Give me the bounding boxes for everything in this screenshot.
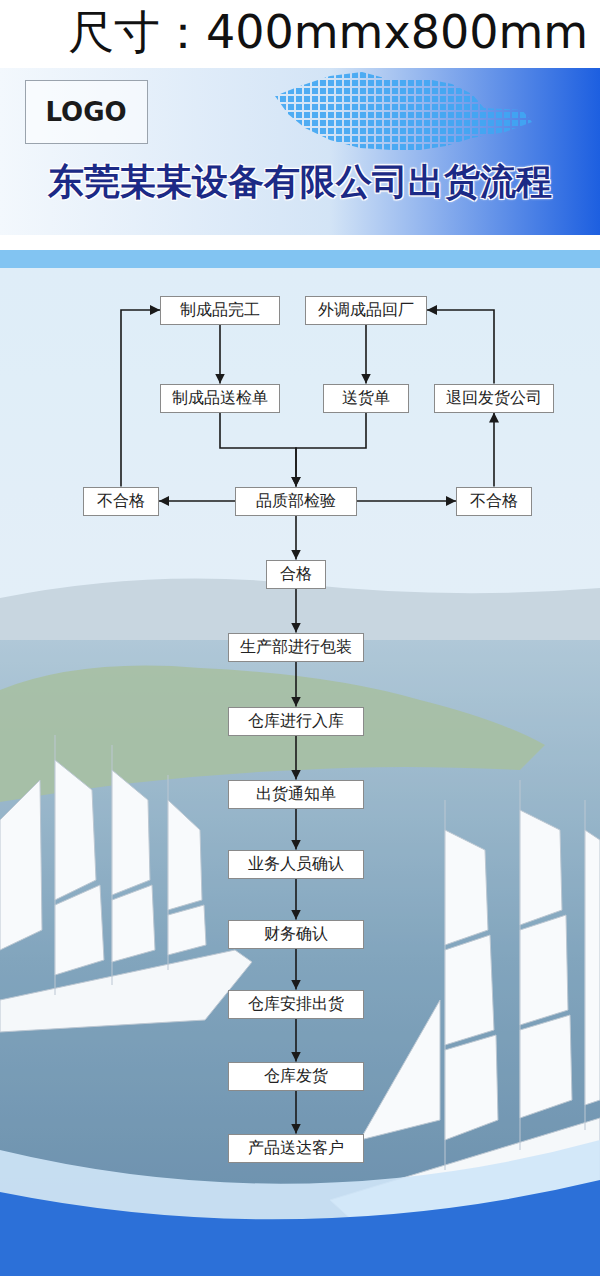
process-box: 出货通知单 — [228, 780, 364, 809]
process-box: 仓库进行入库 — [228, 707, 364, 736]
process-box: 产品送达客户 — [228, 1134, 364, 1163]
process-box: 财务确认 — [228, 920, 364, 949]
process-box: 外调成品回厂 — [305, 296, 427, 325]
title: 东莞某某设备有限公司出货流程 — [0, 158, 600, 207]
box-text: 品质部检验 — [256, 491, 336, 512]
flow-arrow — [295, 1091, 297, 1134]
flow-arrow — [295, 1019, 297, 1062]
flow-arrow — [295, 589, 297, 633]
process-box: 仓库安排出货 — [228, 990, 364, 1019]
box-text: 不合格 — [470, 491, 518, 512]
flow-arrow — [219, 325, 221, 384]
box-text: 生产部进行包装 — [240, 637, 352, 658]
box-text: 财务确认 — [264, 924, 328, 945]
size-note: 尺寸：400mmx800mm — [68, 2, 588, 64]
box-text: 产品送达客户 — [248, 1138, 344, 1159]
box-text: 制成品送检单 — [172, 388, 268, 409]
box-text: 制成品完工 — [180, 300, 260, 321]
flow-arrow — [296, 413, 366, 487]
process-box: 制成品完工 — [160, 296, 280, 325]
flow-arrow — [295, 809, 297, 850]
box-text: 退回发货公司 — [446, 388, 542, 409]
logo-box: LOGO — [25, 80, 148, 144]
flow-arrow — [427, 310, 494, 384]
box-text: LOGO — [45, 97, 126, 127]
box-text: 业务人员确认 — [248, 854, 344, 875]
box-text: 出货通知单 — [256, 784, 336, 805]
flow-arrow — [220, 413, 296, 487]
process-box: 仓库发货 — [228, 1062, 364, 1091]
flow-arrow — [493, 413, 495, 487]
box-text: 不合格 — [97, 491, 145, 512]
process-box: 不合格 — [456, 487, 532, 516]
process-box: 业务人员确认 — [228, 850, 364, 879]
process-box: 退回发货公司 — [434, 384, 554, 413]
process-box: 送货单 — [323, 384, 409, 413]
box-text: 送货单 — [342, 388, 390, 409]
box-text: 外调成品回厂 — [318, 300, 414, 321]
process-box: 生产部进行包装 — [228, 633, 364, 662]
flow-arrow — [295, 879, 297, 920]
flow-arrow — [365, 325, 367, 384]
process-box: 合格 — [266, 560, 326, 589]
box-text: 仓库安排出货 — [248, 994, 344, 1015]
flow-arrow — [159, 500, 235, 502]
flow-arrow — [295, 736, 297, 780]
flow-arrow — [121, 310, 160, 487]
process-box: 不合格 — [83, 487, 159, 516]
flow-arrow — [357, 500, 456, 502]
flow-arrow — [295, 516, 297, 560]
process-box: 品质部检验 — [235, 487, 357, 516]
flow-arrow — [295, 662, 297, 707]
box-text: 仓库发货 — [264, 1066, 328, 1087]
box-text: 合格 — [280, 564, 312, 585]
process-box: 制成品送检单 — [160, 384, 280, 413]
box-text: 仓库进行入库 — [248, 711, 344, 732]
flow-arrow — [295, 949, 297, 990]
